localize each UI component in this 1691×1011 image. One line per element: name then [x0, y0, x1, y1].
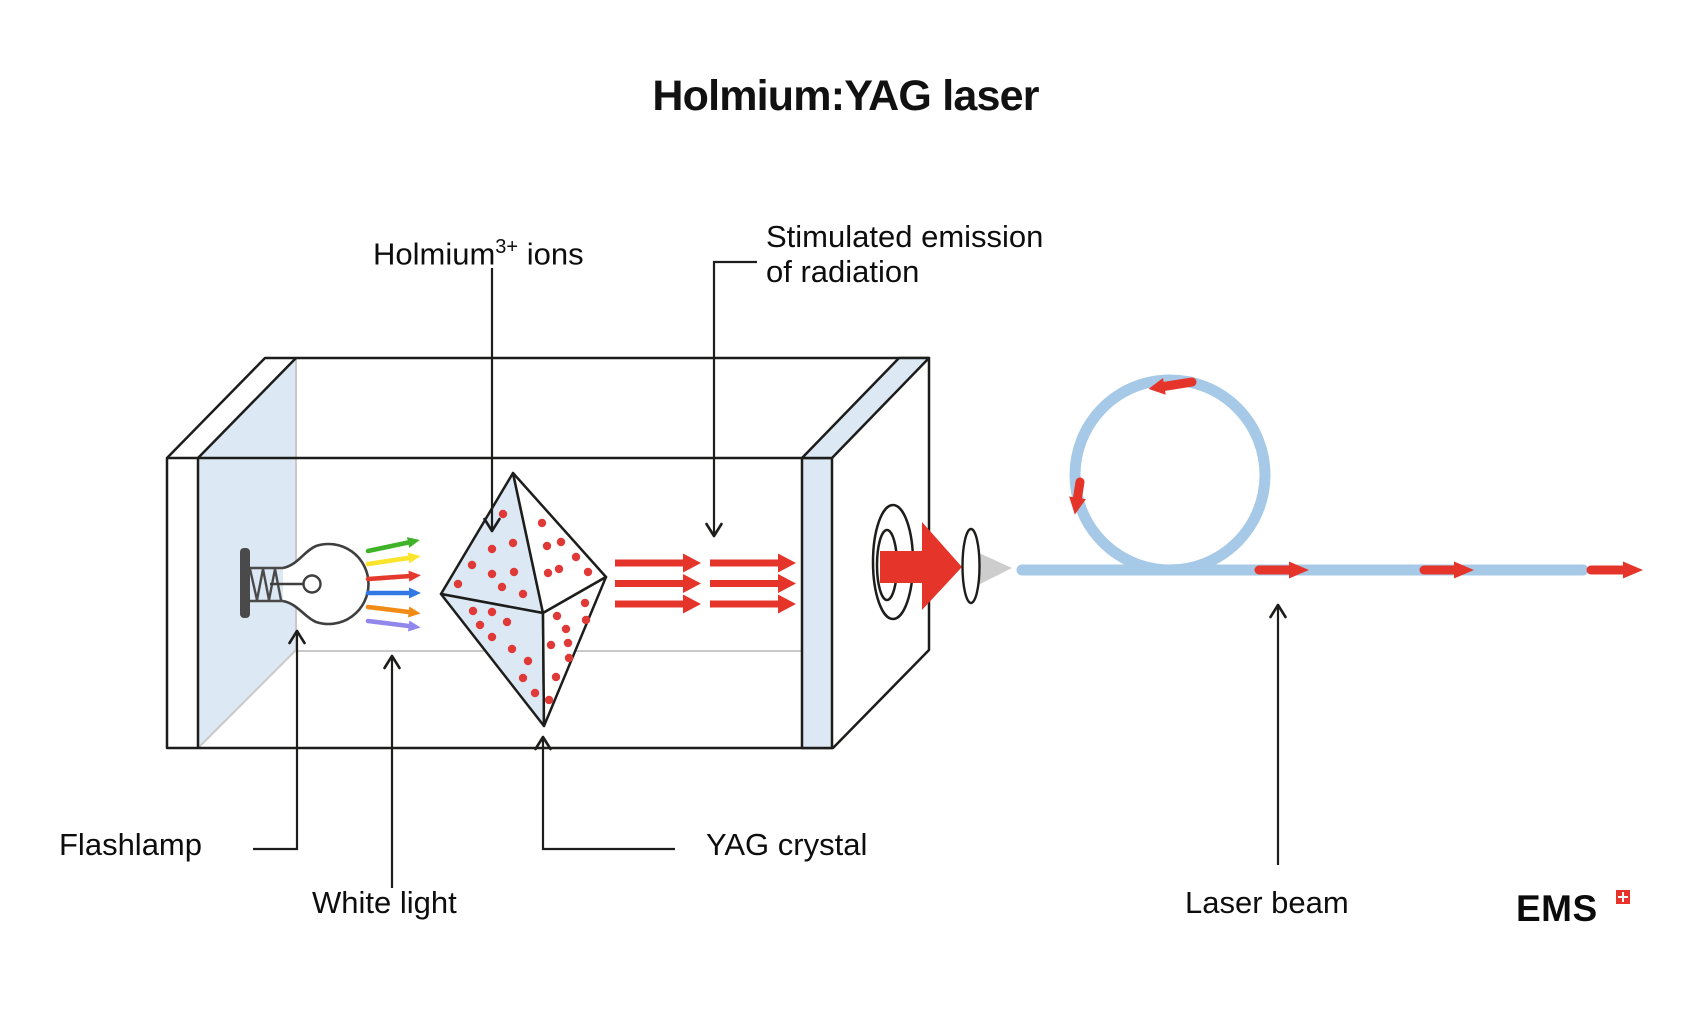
label-white-light: White light	[312, 885, 457, 920]
holmium-ion-dot	[563, 638, 573, 648]
bulb-glass	[282, 542, 370, 626]
holmium-ion-dot	[543, 568, 553, 578]
holmium-ion-dot	[530, 688, 540, 698]
holmium-ion-dot	[475, 620, 485, 630]
label-holmium-ions: Holmium3+ ions	[373, 236, 584, 272]
mirror-front-face	[800, 456, 834, 750]
holmium-ion-dot	[487, 607, 497, 617]
holmium-ion-dot	[571, 552, 581, 562]
swiss-cross-icon	[1616, 890, 1630, 904]
emission-arrow	[615, 594, 701, 614]
label-stimulated-line2: of radiation	[766, 254, 920, 289]
box-inner-top-diagonal	[197, 357, 297, 459]
holmium-ion-dot	[467, 560, 477, 570]
holmium-ion-dot	[554, 564, 564, 574]
spectrum-arrow-yellow	[365, 552, 421, 567]
fiber-arrow-loop-top	[1148, 377, 1197, 395]
flashlamp-base-plate	[240, 548, 250, 618]
spectrum-arrow-blue	[365, 587, 421, 599]
optical-fiber	[1016, 374, 1643, 579]
label-stimulated-emission: Stimulated emission of radiation	[766, 219, 1043, 289]
fiber-arrow-1	[1254, 561, 1309, 579]
page-title: Holmium:YAG laser	[652, 72, 1039, 120]
emission-arrow	[615, 553, 701, 573]
flashlamp-spring	[248, 566, 283, 603]
holmium-ion-dot	[509, 567, 519, 577]
lens-assembly	[961, 527, 1012, 605]
leader-stimulated-emission	[705, 260, 757, 538]
holmium-superscript: 3+	[495, 236, 519, 258]
fiber-arrow-2	[1419, 561, 1474, 579]
holmium-ion-dot	[523, 656, 533, 666]
holmium-ion-dot	[498, 509, 508, 519]
holmium-ion-dot	[561, 624, 571, 634]
holmium-ion-dot	[551, 672, 561, 682]
mirror-top-face	[800, 356, 931, 460]
yag-crystal-icon	[439, 471, 608, 728]
holmium-ion-dot	[487, 569, 497, 579]
flashlamp-icon	[240, 542, 370, 626]
ems-logo: EMS	[1516, 888, 1630, 930]
holmium-ion-dot	[453, 579, 463, 589]
emission-arrow	[710, 594, 796, 614]
label-flashlamp: Flashlamp	[59, 827, 202, 862]
leader-yag-crystal	[534, 735, 675, 851]
bulb-filament	[302, 574, 322, 594]
holmium-ion-dot	[552, 611, 562, 621]
output-coupler-mirror	[800, 356, 931, 750]
leader-lines	[253, 260, 1287, 888]
label-laser-beam: Laser beam	[1185, 885, 1349, 920]
holmium-ion-dot	[583, 567, 593, 577]
holmium-ion-dot	[556, 537, 566, 547]
output-beam-arrow	[880, 522, 962, 610]
holmium-ion-dot	[502, 617, 512, 627]
emission-arrow	[615, 574, 701, 593]
holmium-ion-dot	[487, 544, 497, 554]
emission-arrow	[710, 553, 796, 573]
spectrum-arrow-green	[365, 537, 420, 554]
lens-icon	[961, 527, 981, 605]
holmium-ion-dot	[518, 673, 528, 683]
ems-logo-text: EMS	[1516, 888, 1598, 929]
holmium-ion-dot	[542, 541, 552, 551]
holmium-ion-dot	[546, 640, 556, 650]
holmium-ion-dot	[537, 518, 547, 528]
label-yag-crystal: YAG crystal	[706, 827, 868, 862]
fiber-arrow-loop-left	[1069, 477, 1086, 515]
fiber-loop	[1069, 374, 1271, 576]
fiber-exit-arrow	[1586, 561, 1643, 579]
holmium-ion-dot	[580, 598, 590, 608]
holmium-ion-dot	[544, 695, 554, 705]
holmium-ion-dots	[453, 509, 593, 705]
holmium-ion-dot	[497, 582, 507, 592]
spectrum-arrow-orange	[365, 604, 421, 618]
holmium-ion-dot	[468, 606, 478, 616]
holmium-ion-dot	[518, 589, 528, 599]
label-stimulated-line1: Stimulated emission	[766, 219, 1044, 254]
leader-flashlamp	[253, 629, 306, 851]
emission-arrow	[710, 574, 796, 593]
holmium-ion-dot	[581, 615, 591, 625]
holmium-ion-dot	[508, 538, 518, 548]
spectrum-arrow-red	[365, 570, 421, 582]
white-light-arrows	[365, 537, 421, 632]
spectrum-arrow-violet	[365, 618, 421, 632]
holmium-ion-dot	[564, 653, 574, 663]
holmium-ion-dot	[487, 632, 497, 642]
stimulated-emission-arrows	[615, 553, 796, 614]
holmium-ion-dot	[507, 644, 517, 654]
